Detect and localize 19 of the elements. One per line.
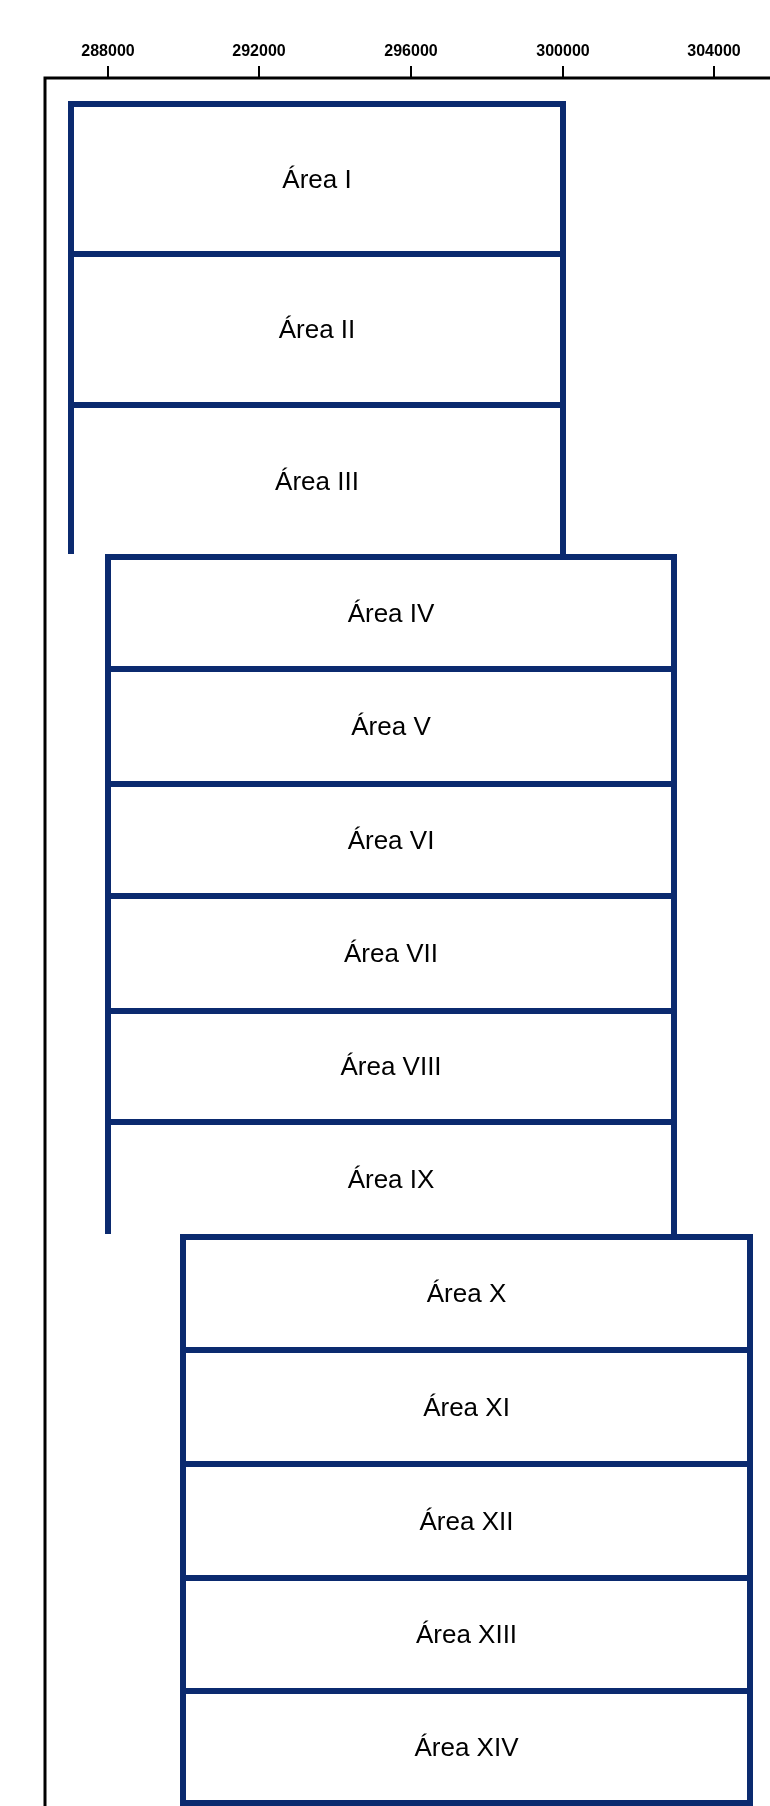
area-label: Área VIII — [340, 1051, 442, 1082]
area-label: Área I — [282, 163, 352, 195]
area-label: Área VI — [347, 824, 435, 856]
area-label: Área V — [351, 711, 431, 742]
area-label: Área XII — [419, 1505, 514, 1537]
area-label: Área XIV — [414, 1731, 519, 1763]
coordinate-label: 296000 — [384, 42, 438, 60]
area-label: Área IV — [347, 597, 435, 629]
area-label: Área X — [426, 1278, 507, 1309]
coordinate-label: 292000 — [232, 42, 286, 60]
area-label: Área II — [278, 314, 356, 345]
area-label: Área III — [275, 465, 359, 497]
coordinate-label: 300000 — [536, 42, 590, 60]
coordinate-label: 304000 — [687, 42, 741, 60]
area-label: Área XI — [423, 1391, 510, 1423]
area-label: Área IX — [347, 1164, 435, 1195]
area-label: Área VII — [344, 938, 438, 969]
coordinate-label: 288000 — [81, 42, 135, 60]
area-label: Área XIII — [415, 1619, 518, 1650]
